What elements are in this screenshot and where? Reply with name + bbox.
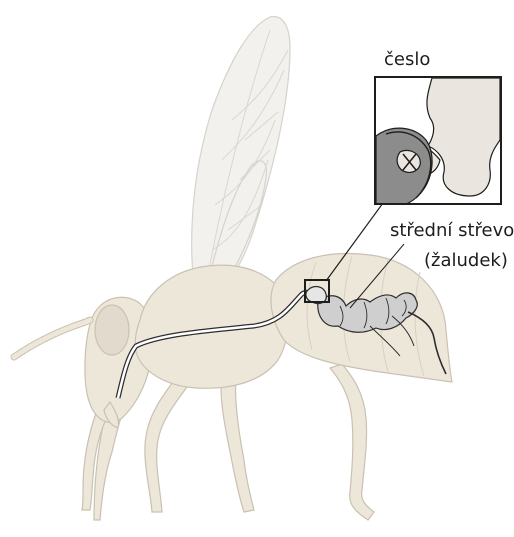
middle-leg: [145, 372, 192, 512]
compound-eye: [95, 305, 129, 355]
label-ceslo: česlo: [384, 51, 430, 69]
thorax: [135, 265, 288, 388]
antenna: [14, 320, 90, 357]
middle-leg-2: [221, 368, 254, 512]
wings: [192, 17, 290, 300]
hind-leg: [330, 364, 374, 520]
label-midgut: střední střevo: [390, 222, 514, 240]
forewing: [192, 17, 290, 300]
inset-panel: [375, 77, 501, 209]
label-stomach: (žaludek): [424, 252, 508, 270]
